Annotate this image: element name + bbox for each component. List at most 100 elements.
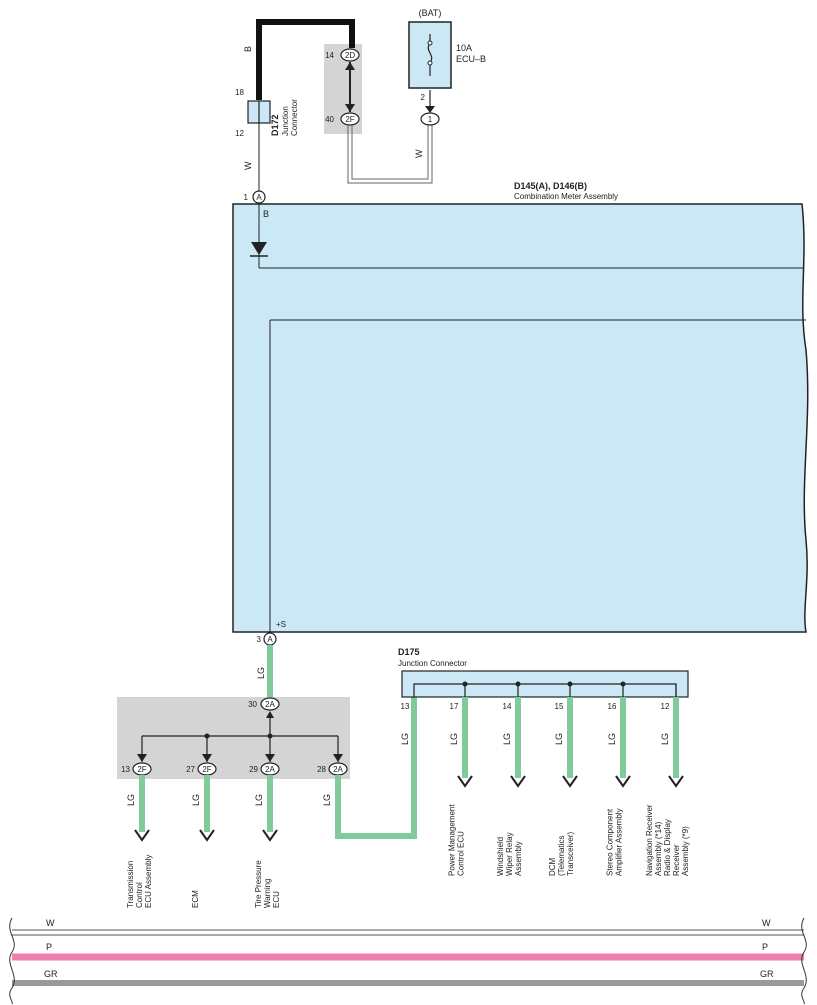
d175-branch-destination-label: Navigation Receiver (645, 804, 654, 876)
meter-name: Combination Meter Assembly (514, 192, 618, 201)
branch-destination-label: ECU Assembly (144, 855, 153, 908)
branch-pin-label: 29 (249, 765, 258, 774)
bus-gr-left: GR (44, 969, 58, 979)
d175-branch-wire-label: LG (607, 733, 617, 745)
fuse-box (408, 21, 452, 89)
pin-1-label: 1 (244, 193, 249, 202)
d175-branch-pin-label: 12 (661, 702, 670, 711)
bus-gr-right: GR (760, 969, 774, 979)
wire-lg-28-to-d175 (335, 692, 417, 839)
branch-wire-label: LG (322, 794, 332, 806)
wire-w-loop-outer (347, 125, 433, 184)
branch-connector-label: 2F (137, 765, 146, 774)
d175-branch-destination-label: Assembly (*14) (654, 821, 663, 876)
connector-a-top-label: A (256, 193, 262, 202)
arrow-down-icon (457, 775, 473, 788)
wire-lg-main-label: LG (256, 667, 266, 679)
branch-destination-label: Warning (263, 879, 272, 909)
fuse-rating: 10A (456, 43, 472, 53)
d175-branch-destination-label: DCM (548, 857, 557, 876)
d175-pin-13-label: 13 (401, 702, 410, 711)
branch-connector-label: 2A (333, 765, 343, 774)
pin-12-label: 12 (235, 129, 244, 138)
wire-w-right-label: W (414, 149, 424, 158)
connector-2f-top-label: 2F (345, 115, 354, 124)
wire-lg-13-label: LG (400, 733, 410, 745)
pin-3-label: 3 (257, 635, 262, 644)
bottom-bus (9, 917, 807, 1005)
bus-p-right: P (762, 942, 768, 952)
connector-1-label: 1 (428, 115, 433, 124)
d172-label-line1: Junction (281, 106, 290, 136)
wire-b-label: B (243, 46, 253, 52)
connector-2a-top (260, 697, 280, 711)
branch-pin-label: 28 (317, 765, 326, 774)
branch-arrow-icon (202, 754, 212, 762)
branch-destination-label: Transmission (126, 861, 135, 908)
d175-id: D175 (398, 647, 420, 657)
d175-branch-destination-label: Windshield (496, 837, 505, 876)
d175-branch-destination-label: (Telematics (557, 836, 566, 876)
wire-b-inside-label: B (263, 209, 269, 219)
arrow-down-icon (562, 775, 578, 788)
d175-branch-destination-label: Assembly (514, 841, 523, 876)
d175-name: Junction Connector (398, 659, 467, 668)
arrow-down-icon (510, 775, 526, 788)
d175-branch-pin-label: 15 (555, 702, 564, 711)
arrow-down-icon (615, 775, 631, 788)
branch-connector-label: 2A (265, 765, 275, 774)
bus-w-right: W (762, 918, 771, 928)
branch-destination-label: Control (135, 882, 144, 908)
diode-icon (251, 242, 267, 255)
pin-14-label: 14 (325, 51, 334, 60)
connector-2d (340, 48, 360, 62)
connector-a-bottom-label: A (267, 635, 273, 644)
bus-p-left: P (46, 942, 52, 952)
d175-branch-pin-label: 14 (503, 702, 512, 711)
arrow-down-icon (134, 829, 150, 842)
branch-pin-label: 13 (121, 765, 130, 774)
d175-branch-destination-label: Power Management (448, 804, 457, 876)
d175-branch-destination-label: Transceiver) (566, 832, 575, 876)
arrow-down-icon (668, 775, 684, 788)
branch-destination-label: Tire Pressure (254, 860, 263, 908)
branch-destination-label: ECU (272, 891, 281, 908)
pin-18-label: 18 (235, 88, 244, 97)
branch-wire-label: LG (191, 794, 201, 806)
branch-wire-label: LG (126, 794, 136, 806)
connector-2d-label: 2D (345, 51, 355, 60)
d175-branch-destination-label: Control ECU (457, 831, 466, 876)
d175-branch-destination-label: Wiper Relay (505, 832, 514, 876)
branch-arrow-icon (265, 754, 275, 762)
branch-arrow-icon (137, 754, 147, 762)
combination-meter-box (232, 203, 809, 633)
d175-branch-wire-label: LG (449, 733, 459, 745)
wire-w-loop-inner (351, 125, 429, 180)
d175-branch-wire-label: LG (660, 733, 670, 745)
connector-2a-top-label: 2A (265, 700, 275, 709)
connector-2a-group-shade (117, 697, 350, 779)
arrow-down-icon (262, 829, 278, 842)
d175-branch-pin-label: 17 (450, 702, 459, 711)
pin-40-label: 40 (325, 115, 334, 124)
bus-w-left: W (46, 918, 55, 928)
fuse-name: ECU–B (456, 54, 486, 64)
d175-branch-destination-label: Receiver (672, 844, 681, 876)
arrow-down-icon (199, 829, 215, 842)
d175-branch-destination-label: Assembly (*9) (681, 826, 690, 876)
branch-destination-label: ECM (191, 890, 200, 908)
d175-branch-pin-label: 16 (608, 702, 617, 711)
wire-w-left-label: W (243, 161, 253, 170)
wire-b-thick (256, 19, 355, 100)
branch-connector-label: 2F (202, 765, 211, 774)
branch-wire-label: LG (254, 794, 264, 806)
d175-branch-wire-label: LG (554, 733, 564, 745)
d175-branch-destination-label: Amplifier Assembly (615, 808, 624, 876)
d175-branch-destination-label: Radio & Display (663, 819, 672, 876)
bat-label: (BAT) (419, 8, 442, 18)
d172-id: D172 (270, 114, 280, 136)
branch-arrow-icon (333, 754, 343, 762)
plus-s-label: +S (276, 620, 286, 629)
pin-30-label: 30 (248, 700, 257, 709)
